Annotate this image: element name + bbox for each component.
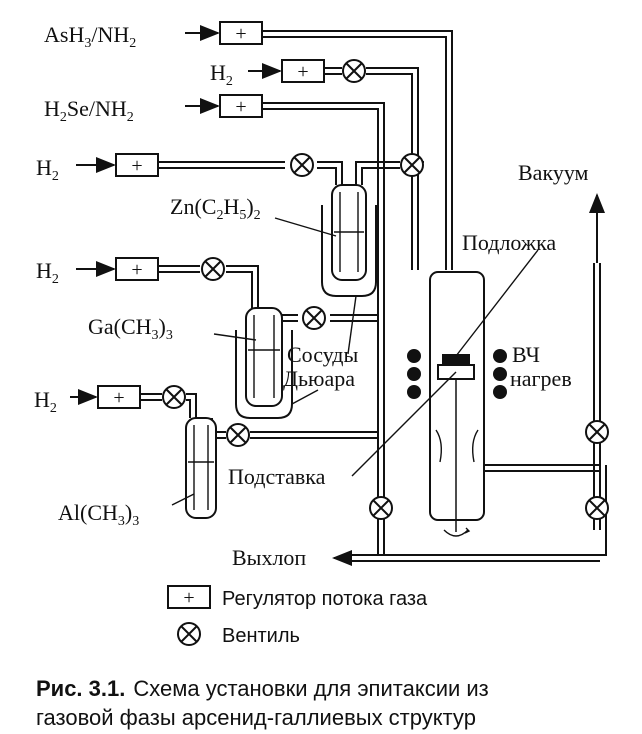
caption-line-1: Рис. 3.1.Схема установки для эпитаксии и…	[36, 676, 489, 701]
legend-valve: Вентиль	[222, 625, 300, 647]
legend-regulator: Регулятор потока газа	[222, 588, 428, 610]
svg-text:+: +	[183, 587, 194, 609]
label-h2: H2	[210, 60, 233, 89]
flow-regulator-icon: +	[76, 153, 159, 177]
valve-icon	[400, 153, 424, 177]
label-holder: Подставка	[228, 464, 326, 489]
label-h2: H2	[36, 258, 59, 287]
labels: AsH3/NH2 H2 H2Se/NH2 H2 H2 H2 Zn(C2H5)2 …	[34, 22, 589, 570]
svg-text:+: +	[113, 387, 124, 409]
label-exhaust: Выхлоп	[232, 545, 306, 570]
label-rf-2: нагрев	[510, 366, 572, 391]
label-dewar-1: Сосуды	[287, 342, 359, 367]
rf-coil-icon	[407, 349, 507, 399]
label-ga-compound: Ga(CH3)3	[88, 314, 173, 343]
label-zn-compound: Zn(C2H5)2	[170, 194, 261, 223]
valve-icon	[342, 59, 366, 83]
leader-lines	[171, 217, 539, 506]
dewar-vessel-icon	[185, 417, 217, 519]
flow-regulators: + + + + + +	[70, 21, 342, 409]
dewar-vessel-icon	[235, 307, 293, 419]
label-vacuum: Вакуум	[518, 160, 589, 185]
svg-text:+: +	[235, 23, 246, 45]
valve-icon	[201, 257, 225, 281]
valve-icon	[162, 385, 186, 409]
dewar-vessel-icon	[321, 184, 377, 297]
pipework	[140, 30, 607, 562]
flow-regulator-icon: +	[185, 94, 263, 118]
valve-icon	[177, 622, 201, 646]
svg-text:+: +	[235, 96, 246, 118]
label-h2: H2	[36, 155, 59, 184]
label-ash3: AsH3/NH2	[44, 22, 136, 51]
reactor-icon	[429, 271, 485, 537]
valve-icon	[585, 496, 609, 520]
flow-regulator-icon: +	[76, 257, 159, 281]
label-al-compound: Al(CH3)3	[58, 500, 139, 529]
valve-icon	[290, 153, 314, 177]
label-rf-1: ВЧ	[512, 342, 540, 367]
flow-regulator-icon: +	[185, 21, 263, 45]
flow-regulator-icon: +	[248, 59, 342, 83]
valve-icon	[369, 496, 393, 520]
label-h2se: H2Se/NH2	[44, 96, 134, 125]
svg-text:+: +	[131, 155, 142, 177]
svg-text:+: +	[131, 259, 142, 281]
flow-regulator-icon: +	[70, 385, 141, 409]
flow-regulator-icon: +	[167, 585, 211, 609]
valve-icon	[226, 423, 250, 447]
valve-icon	[585, 420, 609, 444]
figure-caption: Рис. 3.1.Схема установки для эпитаксии и…	[36, 676, 489, 730]
label-dewar-2: Дьюара	[283, 366, 355, 391]
valve-icon	[302, 306, 326, 330]
label-h2: H2	[34, 387, 57, 416]
valves	[162, 59, 609, 520]
label-substrate: Подложка	[462, 230, 556, 255]
caption-line-2: газовой фазы арсенид-галлиевых структур	[36, 705, 476, 730]
svg-text:+: +	[297, 61, 308, 83]
legend: + Регулятор потока газа Вентиль	[167, 585, 428, 647]
